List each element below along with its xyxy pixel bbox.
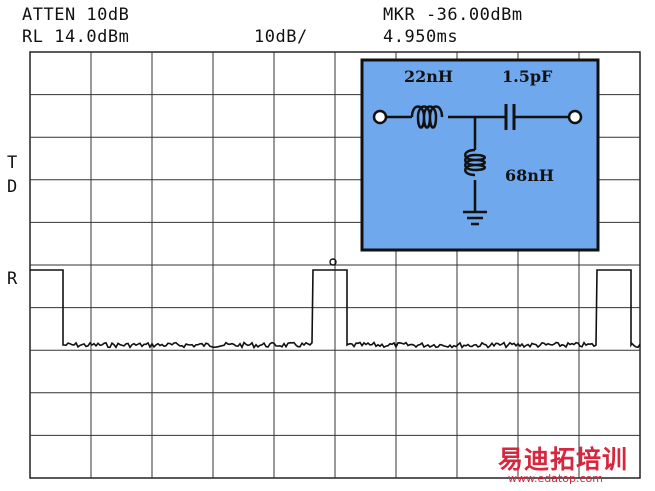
series-capacitor-label: 1.5pF [502, 67, 553, 86]
marker-time-readout: 4.950ms [383, 27, 459, 47]
trace-waveform [30, 269, 641, 350]
attenuation-readout: ATTEN 10dB [22, 5, 130, 25]
input-terminal-icon [372, 109, 388, 125]
circuit-inset: 22nH 1.5pF 68nH [360, 58, 600, 252]
watermark-brand: 易迪拓培训 [498, 445, 629, 474]
side-label-t: T [7, 153, 18, 173]
output-terminal-icon [567, 109, 583, 125]
shunt-inductor-label: 68nH [505, 166, 554, 185]
reference-level-readout: RL 14.0dBm [22, 27, 130, 47]
series-inductor-icon [410, 105, 444, 129]
side-label-d: D [7, 177, 18, 197]
scale-readout: 10dB/ [254, 27, 308, 47]
watermark-url: www.edatop.com [508, 472, 603, 485]
marker-indicator [329, 258, 337, 266]
ground-icon [463, 210, 487, 226]
shunt-inductor-icon [464, 148, 486, 177]
marker-amplitude-readout: MKR -36.00dBm [383, 5, 523, 25]
side-label-r: R [7, 269, 18, 289]
series-inductor-label: 22nH [404, 67, 453, 86]
